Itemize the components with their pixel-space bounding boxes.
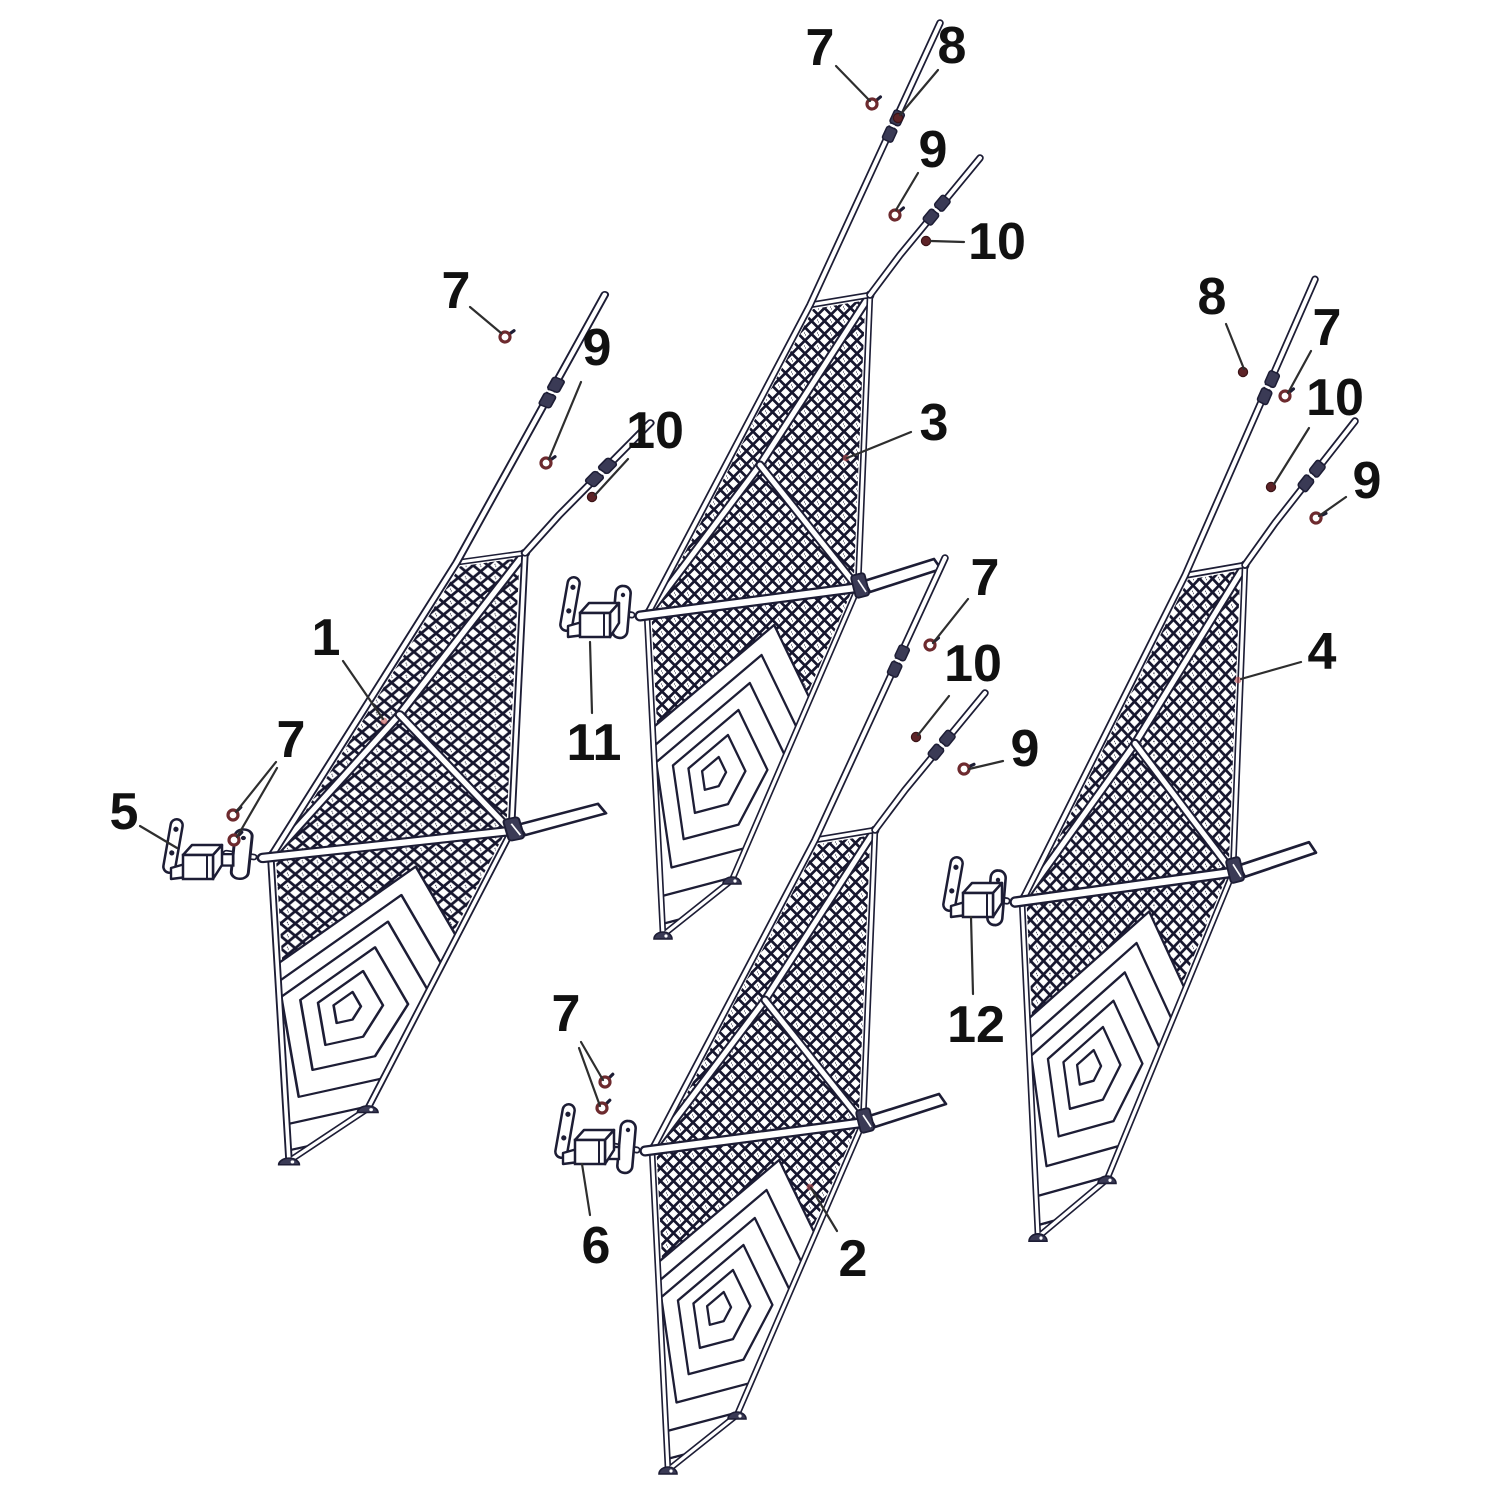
leader-line-7 (234, 760, 278, 814)
screw-part-9 (539, 455, 557, 470)
callout-label-12: 12 (947, 996, 1005, 1054)
leader-line-10 (929, 239, 966, 244)
callout-label-7: 7 (971, 549, 1000, 607)
callout-label-11: 11 (567, 714, 622, 772)
panel-foot (1028, 1233, 1048, 1243)
callout-label-10: 10 (968, 213, 1026, 271)
leader-line-9 (547, 380, 583, 461)
latch-tab (218, 828, 258, 881)
rod-hinge-clamp (538, 376, 565, 409)
callout-label-9: 9 (1353, 452, 1382, 510)
callout-label-8: 8 (938, 17, 967, 75)
panel-foot (722, 876, 742, 885)
latch-handle (850, 557, 943, 599)
leader-line-9 (967, 759, 1005, 771)
leader-line-8 (1224, 322, 1246, 371)
callout-label-7: 7 (806, 19, 835, 77)
leader-line-5 (138, 824, 179, 850)
callout-label-10: 10 (1306, 369, 1364, 427)
rivet-part-10 (920, 235, 932, 247)
callout-label-10: 10 (944, 635, 1002, 693)
leader-line-7 (931, 597, 970, 645)
rod-hinge-clamp (886, 644, 911, 678)
mount-bracket-part-11 (559, 576, 621, 639)
leader-line-2 (809, 1186, 839, 1233)
leader-line-9 (894, 171, 920, 212)
panel-foot (727, 1411, 747, 1420)
leader-line-9 (1317, 495, 1348, 518)
mount-bracket-part-12 (942, 856, 1004, 919)
callout-label-7: 7 (552, 985, 581, 1043)
net-panel-2 (605, 554, 989, 1479)
leader-line-4 (1239, 660, 1303, 681)
panel-foot (653, 931, 673, 940)
callout-label-7: 7 (277, 711, 306, 769)
callout-label-8: 8 (1198, 268, 1227, 326)
callout-label-9: 9 (919, 121, 948, 179)
rod-hinge-clamp (1297, 459, 1326, 493)
leader-line-7 (579, 1040, 605, 1082)
screw-part-9 (888, 206, 906, 222)
leader-endpoint-dot (1234, 676, 1242, 684)
rod-hinge-clamp (584, 457, 618, 488)
callout-label-4: 4 (1308, 623, 1337, 681)
callout-label-7: 7 (1313, 299, 1342, 357)
panel-foot (658, 1466, 678, 1475)
small-parts-layer (162, 95, 1328, 1191)
leader-line-6 (580, 1162, 592, 1217)
leader-line-7 (577, 1046, 602, 1108)
mount-bracket-part-6 (554, 1103, 616, 1166)
panel-foot (356, 1105, 379, 1114)
rod-hinge-clamp (927, 729, 956, 761)
leader-line-3 (845, 430, 913, 460)
leader-line-10 (593, 457, 630, 497)
leader-line-10 (1272, 426, 1311, 486)
rod-hinge-clamp (922, 194, 951, 226)
screw-part-9 (957, 762, 976, 776)
callout-label-9: 9 (583, 319, 612, 377)
panel-foot (277, 1157, 301, 1166)
callout-label-6: 6 (582, 1217, 611, 1275)
leader-line-10 (916, 694, 951, 737)
latch-handle (502, 802, 608, 842)
leader-line-7 (235, 766, 279, 839)
leader-line-12 (969, 915, 975, 996)
callout-label-3: 3 (920, 394, 949, 452)
rod-hinge-clamp (1256, 370, 1281, 406)
callout-label-5: 5 (110, 783, 139, 841)
callout-label-1: 1 (312, 609, 341, 667)
leader-line-7 (468, 305, 503, 335)
callout-label-10: 10 (626, 402, 684, 460)
leader-lines-layer (138, 64, 1348, 1233)
callout-label-2: 2 (839, 1230, 868, 1288)
leader-line-7 (834, 64, 872, 103)
callout-label-7: 7 (442, 262, 471, 320)
leader-line-8 (898, 68, 940, 117)
panel-foot (1097, 1175, 1117, 1185)
leader-line-7 (1286, 349, 1313, 395)
callout-label-9: 9 (1011, 720, 1040, 778)
leader-line-1 (341, 659, 385, 721)
latch-handle (855, 1092, 948, 1134)
leader-line-11 (588, 640, 594, 715)
screw-part-7 (498, 329, 516, 344)
latch-handle (1225, 840, 1318, 884)
